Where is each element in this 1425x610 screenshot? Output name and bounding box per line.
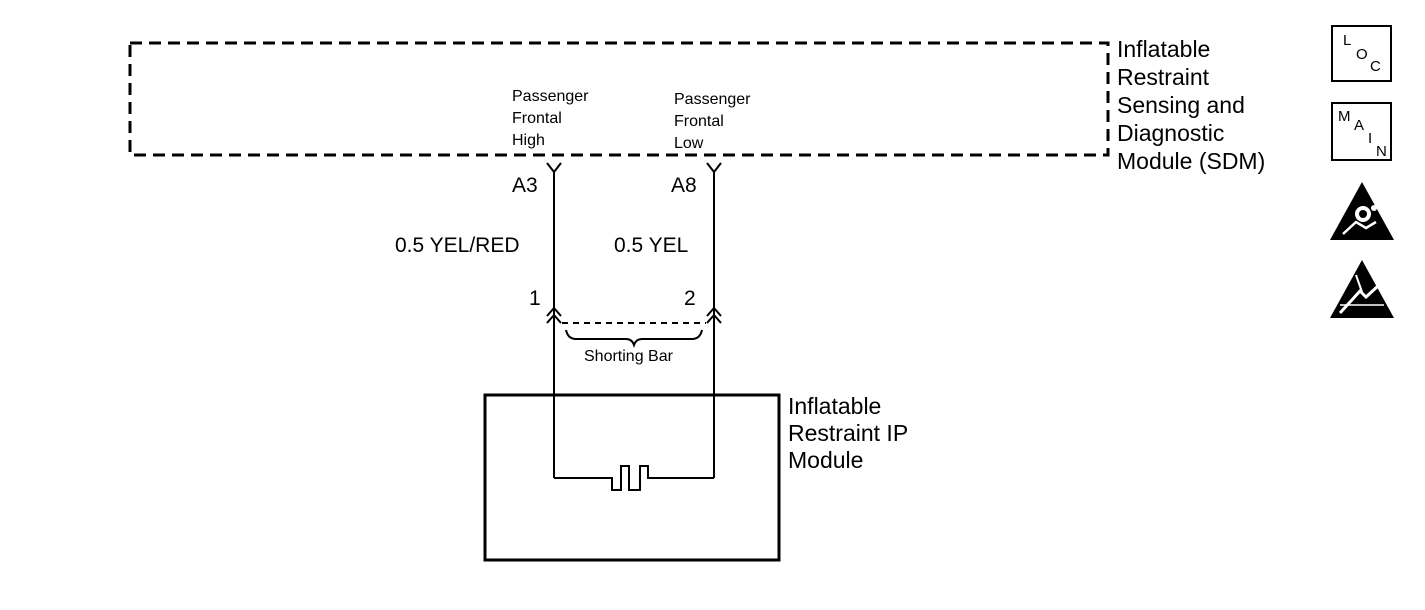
pin-function-line: Low bbox=[674, 135, 704, 152]
terminal-a3-marker bbox=[546, 162, 562, 174]
sdm-title-line: Restraint bbox=[1117, 64, 1210, 90]
shorting-bar-label: Shorting Bar bbox=[584, 348, 674, 365]
esd-warning-icon bbox=[1330, 260, 1394, 318]
sdm-title-line: Sensing and bbox=[1117, 92, 1245, 118]
shorting-bar-bracket bbox=[565, 329, 703, 349]
connector-pin-1-label: 1 bbox=[529, 287, 541, 310]
pin-a3-function-label: Passenger Frontal High bbox=[512, 88, 593, 149]
loc-letter: O bbox=[1356, 46, 1368, 63]
sdm-title-line: Inflatable bbox=[1117, 36, 1210, 62]
pin-function-line: Frontal bbox=[512, 110, 562, 127]
main-letter: N bbox=[1376, 143, 1387, 160]
location-icon[interactable]: L O C bbox=[1331, 25, 1392, 82]
terminal-a3-label: A3 bbox=[512, 174, 538, 197]
loc-letter: L bbox=[1343, 32, 1352, 49]
connector-pin-2-label: 2 bbox=[684, 287, 696, 310]
terminal-a8-marker bbox=[706, 162, 722, 174]
sdm-module-box bbox=[128, 41, 1110, 157]
wire-left-label: 0.5 YEL/RED bbox=[395, 234, 520, 257]
main-letter: M bbox=[1338, 108, 1351, 125]
ip-module-title-line: Module bbox=[788, 447, 863, 473]
pin-a8-function-label: Passenger Frontal Low bbox=[674, 91, 755, 152]
sdm-title: Inflatable Restraint Sensing and Diagnos… bbox=[1117, 36, 1265, 174]
sdm-title-line: Module (SDM) bbox=[1117, 148, 1265, 174]
loc-letter: C bbox=[1370, 58, 1381, 75]
terminal-a8-label: A8 bbox=[671, 174, 697, 197]
main-letter: I bbox=[1368, 130, 1373, 147]
wire-right-label: 0.5 YEL bbox=[614, 234, 688, 257]
sdm-title-line: Diagnostic bbox=[1117, 120, 1224, 146]
inflator-squib-symbol bbox=[554, 465, 714, 491]
connector-pin-2-marker bbox=[706, 306, 722, 324]
ip-module-title-line: Restraint IP bbox=[788, 420, 908, 446]
pin-function-line: Passenger bbox=[512, 88, 589, 105]
pin-function-line: Frontal bbox=[674, 113, 724, 130]
airbag-warning-icon bbox=[1330, 182, 1394, 240]
ip-module-title-line: Inflatable bbox=[788, 393, 881, 419]
pin-function-line: High bbox=[512, 132, 545, 149]
pin-function-line: Passenger bbox=[674, 91, 751, 108]
ip-module-title: Inflatable Restraint IP Module bbox=[788, 393, 914, 473]
main-letter: A bbox=[1354, 117, 1365, 134]
connector-pin-1-marker bbox=[546, 306, 562, 324]
main-icon[interactable]: M A I N bbox=[1331, 102, 1392, 161]
ip-module-box bbox=[483, 393, 781, 562]
